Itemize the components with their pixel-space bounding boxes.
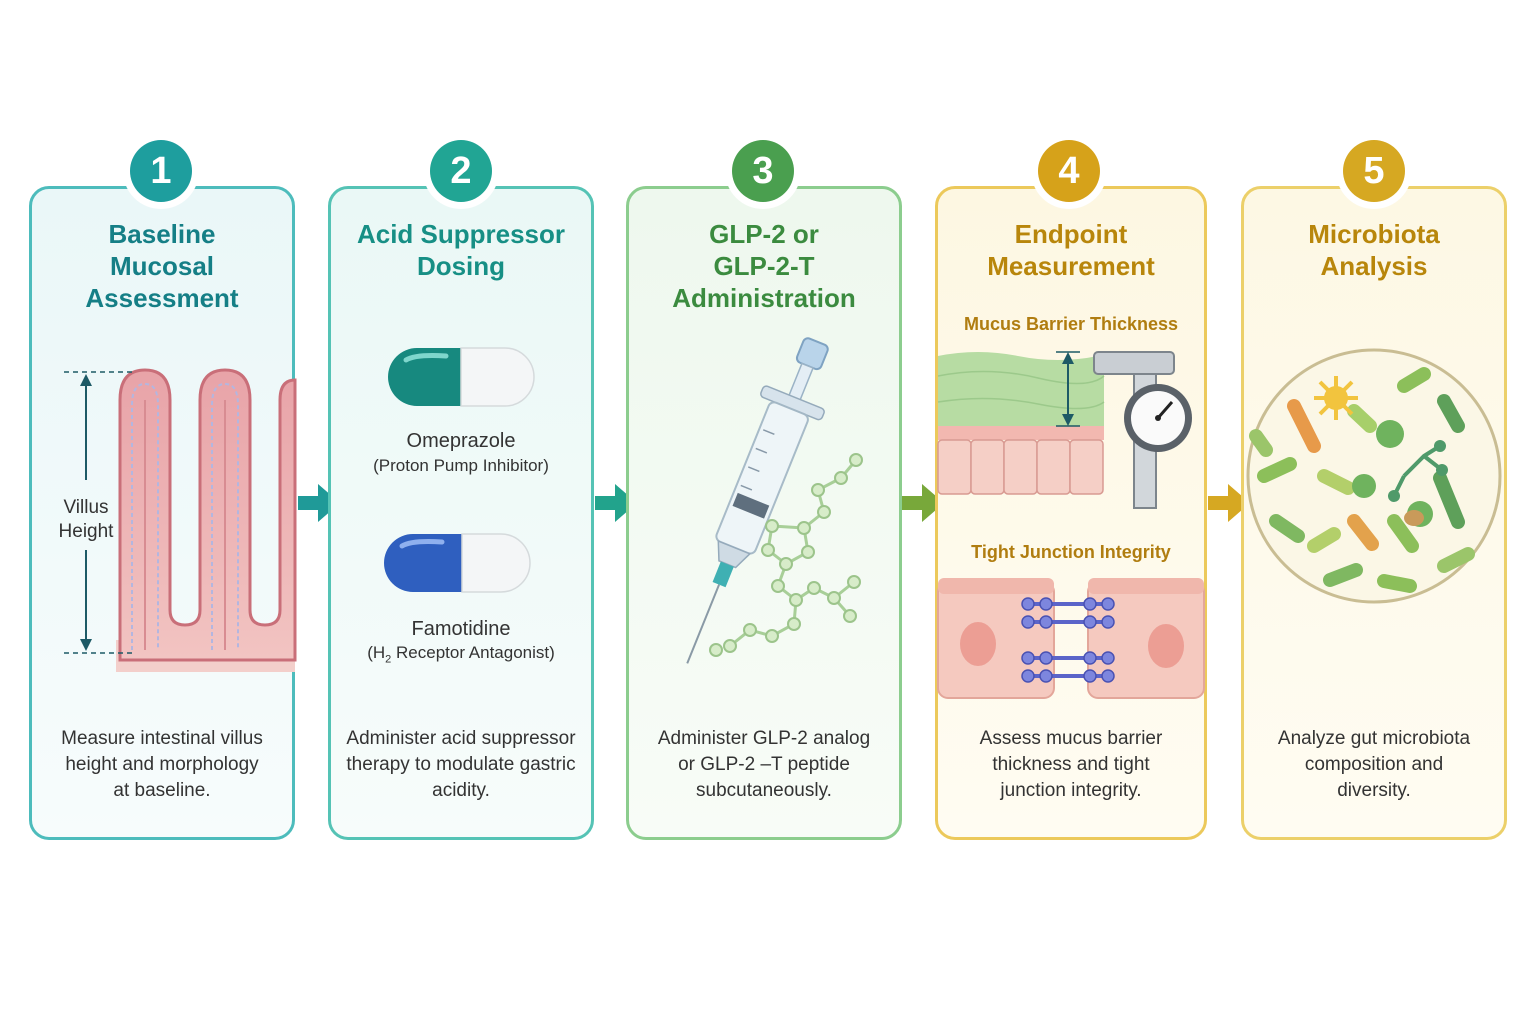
mucus-barrier-illustration — [937, 351, 1105, 495]
arrow-right-icon — [1208, 484, 1250, 522]
drug-class-h2ra: (H2 Receptor Antagonist) — [367, 643, 555, 666]
step-badge-1: 1 — [130, 140, 192, 202]
step-badge-5: 5 — [1343, 140, 1405, 202]
tight-junction-subtitle: Tight Junction Integrity — [971, 542, 1171, 562]
mucus-barrier-subtitle: Mucus Barrier Thickness — [963, 314, 1179, 334]
step-card-4 — [935, 186, 1207, 840]
step-card-2 — [328, 186, 594, 840]
capsule-icon — [388, 347, 535, 407]
bacteria-icon — [1246, 348, 1502, 604]
villus-illustration — [64, 368, 297, 672]
tight-junction-illustration — [937, 578, 1205, 699]
arrow-right-icon — [595, 484, 637, 522]
arrow-right-icon — [298, 484, 340, 522]
step-badge-2: 2 — [430, 140, 492, 202]
step-badge-3: 3 — [732, 140, 794, 202]
drug-name-omeprazole: Omeprazole — [406, 430, 516, 452]
syringe-icon — [686, 337, 829, 664]
drug-class-ppi: (Proton Pump Inhibitor) — [373, 456, 549, 475]
caliper-icon — [1093, 351, 1192, 509]
arrow-right-icon — [902, 484, 944, 522]
capsule-icon — [384, 533, 531, 593]
step-badge-4: 4 — [1038, 140, 1100, 202]
molecule-icon — [709, 453, 863, 657]
drug-name-famotidine: Famotidine — [411, 618, 511, 640]
